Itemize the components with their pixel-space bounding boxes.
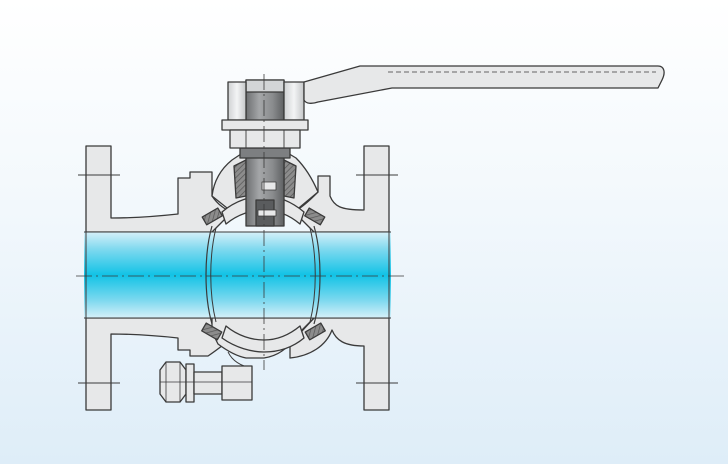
flow-bore-inlet bbox=[84, 232, 212, 318]
flow-bore-outlet bbox=[314, 232, 391, 318]
stem-keyway-lower bbox=[257, 209, 277, 217]
stem-top-band bbox=[245, 79, 285, 93]
stem bbox=[239, 79, 291, 227]
stem-collar bbox=[239, 147, 291, 159]
lever-handle[interactable] bbox=[303, 65, 665, 104]
nut-icon bbox=[227, 81, 247, 121]
seal-ring-lower-right bbox=[304, 322, 326, 341]
seal-ring-lower-left bbox=[201, 322, 223, 341]
ball-right-face bbox=[313, 225, 321, 325]
stem-keyway bbox=[261, 181, 277, 191]
gland-nut bbox=[221, 81, 309, 149]
center-lines bbox=[76, 74, 404, 370]
seal-ring-upper-right bbox=[304, 207, 326, 226]
gland-washer bbox=[221, 119, 309, 131]
ball-bore bbox=[212, 232, 314, 318]
flow-bore bbox=[84, 231, 391, 319]
ball-right-face-inner bbox=[309, 227, 316, 323]
ball-left-face-inner bbox=[210, 227, 217, 323]
ball-left-face bbox=[205, 225, 213, 325]
outlet-flange-lower bbox=[289, 317, 390, 411]
ball-bottom-arc bbox=[221, 325, 305, 353]
seal-ring-upper-left bbox=[201, 207, 223, 226]
packing-ring-right bbox=[283, 159, 297, 199]
packing-ring-left bbox=[233, 159, 247, 199]
drain-plug[interactable] bbox=[159, 361, 253, 403]
gland-follower bbox=[229, 129, 301, 149]
